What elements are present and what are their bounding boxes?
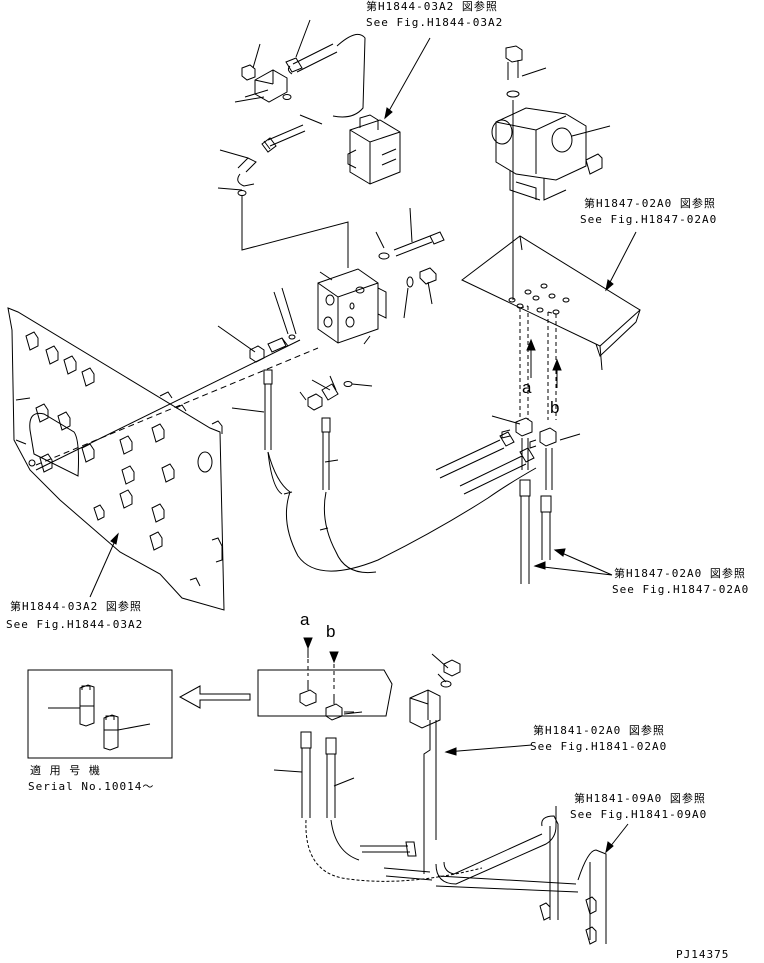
top-connector-group [218,20,365,196]
port-label-a-lower: a [300,610,310,629]
port-label-a-upper: a [522,378,532,397]
hose-reference-en: See Fig.H1847-02A0 [612,583,750,596]
mounting-plate [462,232,640,420]
panel-reference-en: See Fig.H1844-03A2 [6,618,144,631]
left-fittings [250,335,372,410]
hose-reference-jp: 第H1847-02A0 図参照 [614,567,746,580]
pipe-reference-en: See Fig.H1841-09A0 [570,808,708,821]
left-hoses [232,370,536,573]
flow-arrows [527,340,561,388]
bracket-reference-en: See Fig.H1841-02A0 [530,740,668,753]
drawing-number: PJ14375 [676,948,730,961]
panel-reference-jp: 第H1844-03A2 図参照 [10,600,142,613]
bracket-reference-jp: 第H1841-02A0 図参照 [533,724,665,737]
top-reference-jp: 第H1844-03A2 図参照 [366,0,498,13]
serial-label-en: Serial No.10014～ [28,780,155,793]
detail-pointer-arrow [180,686,250,708]
lower-u-pipe [436,806,628,944]
tee-fittings [436,416,612,584]
port-label-b-lower: b [326,622,336,641]
valve-reference-en: See Fig.H1847-02A0 [580,213,718,226]
top-valve-block [348,38,430,184]
top-reference-en: See Fig.H1844-03A2 [366,16,504,29]
pipe-reference-jp: 第H1841-09A0 図参照 [574,792,706,805]
left-panel [8,308,224,610]
right-solenoid-valve [492,46,610,300]
serial-label-jp: 適 用 号 機 [30,764,101,777]
port-label-b-upper: b [550,398,560,417]
valve-reference-jp: 第H1847-02A0 図参照 [584,197,716,210]
lower-bracket [410,654,532,874]
middle-valve-block [218,208,444,352]
serial-detail-box [28,670,172,758]
